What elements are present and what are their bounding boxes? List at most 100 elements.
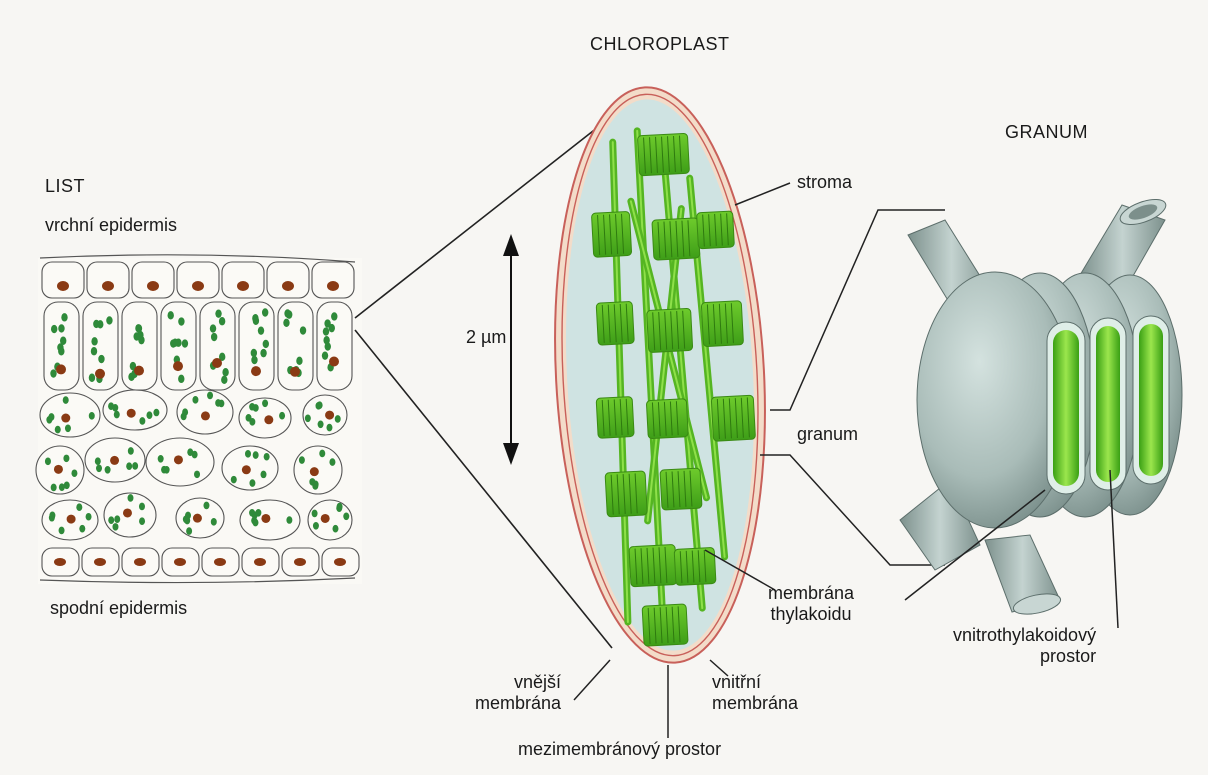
chloroplast-dot [86, 513, 92, 521]
chloroplast-dot [253, 317, 259, 325]
granum-title: GRANUM [1005, 122, 1088, 143]
chloroplast-dot [51, 484, 57, 492]
scale-arrow [503, 234, 519, 465]
epidermis-cell [177, 262, 219, 298]
chloroplast-dot [183, 515, 189, 523]
thylakoid-space-label: vnitrothylakoidový prostor [953, 625, 1096, 667]
nucleus [67, 515, 76, 524]
chloroplast-dot [49, 514, 55, 522]
chloroplast-dot [215, 399, 221, 407]
nucleus [94, 558, 106, 566]
chloroplast-dot [258, 326, 264, 334]
chloroplast-dot [255, 509, 261, 517]
spongy-cell [308, 500, 352, 540]
nucleus [123, 508, 132, 517]
chloroplast-dot [79, 525, 85, 533]
nucleus [261, 514, 270, 523]
chloroplast-dot [219, 317, 225, 325]
nucleus [54, 558, 66, 566]
epidermis-cell [267, 262, 309, 298]
chloroplast-dot [249, 509, 255, 517]
chloroplast-dot [186, 527, 192, 535]
chloroplast-dot [60, 337, 66, 345]
epidermis-cell [222, 262, 264, 298]
chloroplast-dot [323, 327, 329, 335]
epidermis-cell [42, 262, 84, 298]
chloroplast-dot [89, 412, 95, 420]
chloroplast-dot [261, 471, 267, 479]
granum-model [900, 194, 1182, 617]
chloroplast-dot [146, 411, 152, 419]
chloroplast-dot [128, 447, 134, 455]
nucleus [61, 414, 70, 423]
chloroplast-dot [262, 308, 268, 316]
nucleus [201, 411, 210, 420]
chloroplast-dot [286, 516, 292, 524]
thylakoid-space-line1: vnitrothylakoidový [953, 625, 1096, 646]
chloroplast-dot [300, 326, 306, 334]
chloroplast-dot [182, 408, 188, 416]
nucleus [95, 369, 105, 379]
lower-epidermis-label: spodní epidermis [50, 598, 187, 619]
chloroplast-dot [312, 510, 318, 518]
nucleus [174, 558, 186, 566]
nucleus [173, 361, 183, 371]
chloroplast-dot [332, 525, 338, 533]
nucleus [327, 281, 339, 291]
chloroplast-dot [65, 424, 71, 432]
nucleus [147, 281, 159, 291]
nucleus [212, 358, 222, 368]
chloroplast-dot [63, 455, 69, 463]
chloroplast-dot [114, 515, 120, 523]
chloroplast-dot [59, 527, 65, 535]
chloroplast-dot [284, 309, 290, 317]
palisade-cell [122, 302, 157, 390]
chloroplast-dot [253, 451, 259, 459]
nucleus [329, 357, 339, 367]
chloroplast-dot [319, 450, 325, 458]
chloroplast-dot [164, 466, 170, 474]
spongy-cell [303, 395, 347, 435]
chloroplast-dot [108, 516, 114, 524]
chloroplast-dot [262, 400, 268, 408]
nucleus [214, 558, 226, 566]
chloroplast-dot [153, 409, 159, 417]
chloroplast-dot [187, 448, 193, 456]
chloroplast-title: CHLOROPLAST [590, 34, 730, 55]
nucleus [54, 465, 63, 474]
chloroplast-dot [127, 494, 133, 502]
chloroplast-dot [71, 469, 77, 477]
chloroplast-dot [313, 522, 319, 530]
nucleus [192, 281, 204, 291]
chloroplast-dot [76, 503, 82, 511]
chloroplast-dot [260, 349, 266, 357]
chloroplast-dot [112, 404, 118, 412]
nucleus [242, 465, 251, 474]
nucleus [57, 281, 69, 291]
chloroplast-dot [203, 502, 209, 510]
chloroplast-dot [264, 453, 270, 461]
nucleus [127, 409, 136, 418]
chloroplast-dot [138, 336, 144, 344]
chloroplast-dot [211, 333, 217, 341]
nucleus [325, 411, 334, 420]
chloroplast-dot [343, 512, 349, 520]
outer-membrane-label: vnější membrána [475, 672, 561, 714]
chloroplast-dot [335, 415, 341, 423]
outer-membrane-line1: vnější [475, 672, 561, 693]
chloroplast-dot [253, 404, 259, 412]
chloroplast-dot [139, 417, 145, 425]
epidermis-cell [87, 262, 129, 298]
chloroplast-dot [336, 504, 342, 512]
palisade-cell [278, 302, 313, 390]
leaf-title: LIST [45, 176, 85, 197]
inner-membrane-label: vnitřní membrána [712, 672, 798, 714]
thylakoid-membrane-label: membrána thylakoidu [768, 583, 854, 625]
inner-membrane-line1: vnitřní [712, 672, 798, 693]
chloroplast-dot [168, 311, 174, 319]
chloroplast-dot [63, 396, 69, 404]
chloroplast-dot [59, 483, 65, 491]
chloroplast-dot [207, 392, 213, 400]
chloroplast-dot [106, 316, 112, 324]
